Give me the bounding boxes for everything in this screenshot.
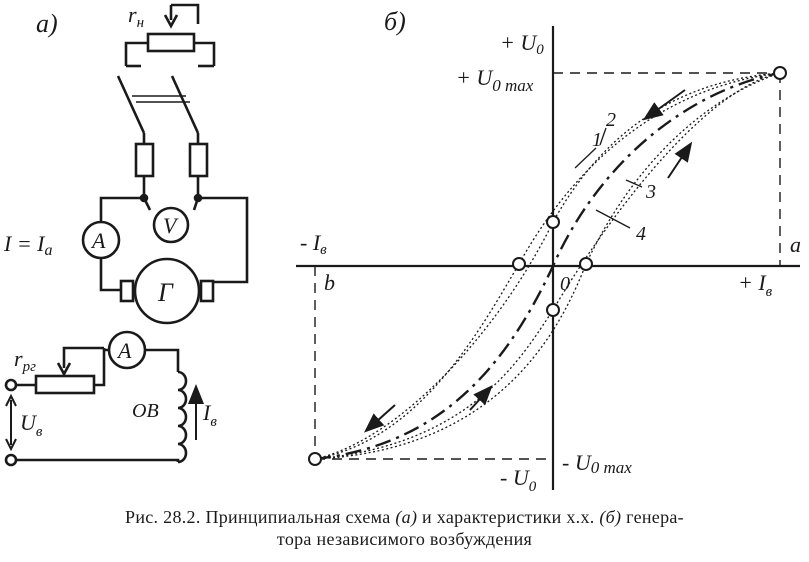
voltmeter — [152, 206, 190, 244]
load-resistor-slider — [163, 5, 179, 29]
caption-line-2: тора независимого возбуждения — [276, 529, 533, 549]
figure-caption: Рис. 28.2. Принципиальная схема (а) и ха… — [0, 506, 809, 550]
graph: б) + U0 + U0 max — [296, 7, 801, 495]
schematic: а) rн V — [3, 2, 249, 467]
curve-3 — [314, 72, 781, 460]
y-max-neg-label: - U0 max — [562, 450, 632, 477]
arrow-top-right — [667, 141, 693, 179]
leader-1 — [574, 147, 597, 169]
y-neg-label: - U0 — [500, 465, 537, 495]
field-voltage-arrow — [5, 393, 17, 452]
point-remanence-pos — [546, 215, 560, 229]
point-coercive-neg — [512, 257, 526, 271]
field-winding — [177, 370, 188, 464]
voltmeter-label: V — [163, 213, 179, 238]
leader-2 — [599, 127, 607, 146]
field-current-label: Iв — [202, 400, 217, 430]
point-b-label: b — [324, 270, 335, 295]
terminal-top — [4, 378, 18, 392]
origin-label: 0 — [560, 273, 570, 295]
leader-3 — [625, 179, 643, 188]
curve-label-3: 3 — [645, 181, 656, 203]
load-resistor — [124, 3, 216, 68]
fuse-left — [134, 142, 155, 178]
double-pole-switch — [116, 75, 200, 144]
y-pos-label: + U0 — [500, 30, 544, 58]
curve-label-4: 4 — [636, 223, 646, 245]
y-max-pos-label: + U0 max — [456, 65, 534, 95]
point-coercive-pos — [579, 257, 593, 271]
x-pos-label: + Iв — [738, 270, 773, 300]
generator — [133, 257, 201, 325]
armature-current-label: I = Ia — [3, 231, 53, 259]
arrow-top-left — [642, 89, 686, 121]
arrow-bottom-right — [469, 385, 493, 411]
field-rheostat-slider — [56, 346, 104, 377]
curve-label-1: 1 — [592, 129, 602, 151]
ammeter-armature-label: A — [90, 228, 106, 253]
curve-1 — [314, 72, 781, 460]
panel-label-b: б) — [384, 7, 406, 36]
point-max-neg — [308, 452, 322, 466]
field-rheostat-label: rрг — [14, 346, 36, 375]
brush-right — [199, 279, 215, 303]
field-winding-label: ОВ — [132, 400, 159, 422]
panel-label-a: а) — [36, 9, 58, 38]
point-remanence-neg — [546, 303, 560, 317]
point-max-pos — [773, 66, 787, 80]
ammeter-armature — [81, 220, 121, 260]
caption-line-1: Рис. 28.2. Принципиальная схема (а) и ха… — [125, 507, 684, 527]
brush-left — [119, 279, 135, 303]
fuse-right — [188, 142, 209, 178]
field-rheostat — [34, 374, 96, 395]
terminal-bottom — [4, 453, 18, 467]
ammeter-field-label: A — [116, 338, 132, 363]
curve-4 — [314, 71, 781, 461]
arrow-bottom-left — [364, 404, 396, 433]
curve-2 — [314, 72, 781, 460]
load-resistor-label: rн — [128, 2, 144, 31]
curve-label-2: 2 — [606, 109, 616, 131]
field-voltage-label: Uв — [20, 410, 43, 440]
leader-4 — [595, 209, 631, 229]
generator-label: Г — [157, 278, 174, 307]
x-neg-label: - Iв — [300, 230, 327, 258]
point-a-label: a — [790, 232, 801, 257]
